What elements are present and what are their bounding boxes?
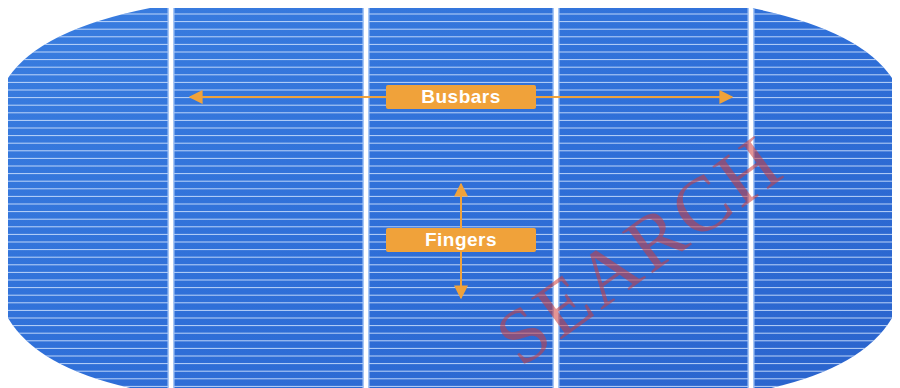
finger-line [0, 264, 900, 265]
finger-line [0, 44, 900, 45]
finger-line [0, 356, 900, 357]
finger-line [0, 386, 900, 387]
label-text: Busbars [392, 86, 530, 108]
finger-line [0, 257, 900, 258]
finger-line [0, 371, 900, 372]
finger-line [0, 280, 900, 281]
finger-line [0, 219, 900, 220]
finger-lines [0, 14, 900, 386]
busbar [363, 0, 370, 388]
finger-line [0, 378, 900, 379]
label-box: Busbars [386, 85, 536, 109]
finger-line [0, 21, 900, 22]
finger-line [0, 128, 900, 129]
finger-line [0, 112, 900, 113]
finger-line [0, 59, 900, 60]
finger-line [0, 325, 900, 326]
finger-line [0, 302, 900, 303]
finger-line [0, 67, 900, 68]
finger-line [0, 29, 900, 30]
label-box: Fingers [386, 228, 536, 252]
busbar-edge [363, 0, 370, 388]
finger-line [0, 363, 900, 364]
finger-line [0, 82, 900, 83]
finger-line [0, 333, 900, 334]
finger-line [0, 120, 900, 121]
finger-line [0, 310, 900, 311]
finger-line [0, 52, 900, 53]
busbar [168, 0, 175, 388]
finger-line [0, 348, 900, 349]
busbar-core [169, 0, 173, 388]
finger-line [0, 287, 900, 288]
finger-line [0, 135, 900, 136]
finger-line [0, 318, 900, 319]
busbar-core [364, 0, 368, 388]
finger-line [0, 272, 900, 273]
finger-line [0, 36, 900, 37]
finger-line [0, 295, 900, 296]
busbar-edge [168, 0, 175, 388]
label-text: Fingers [392, 229, 530, 251]
finger-line [0, 74, 900, 75]
finger-line [0, 14, 900, 15]
finger-line [0, 340, 900, 341]
